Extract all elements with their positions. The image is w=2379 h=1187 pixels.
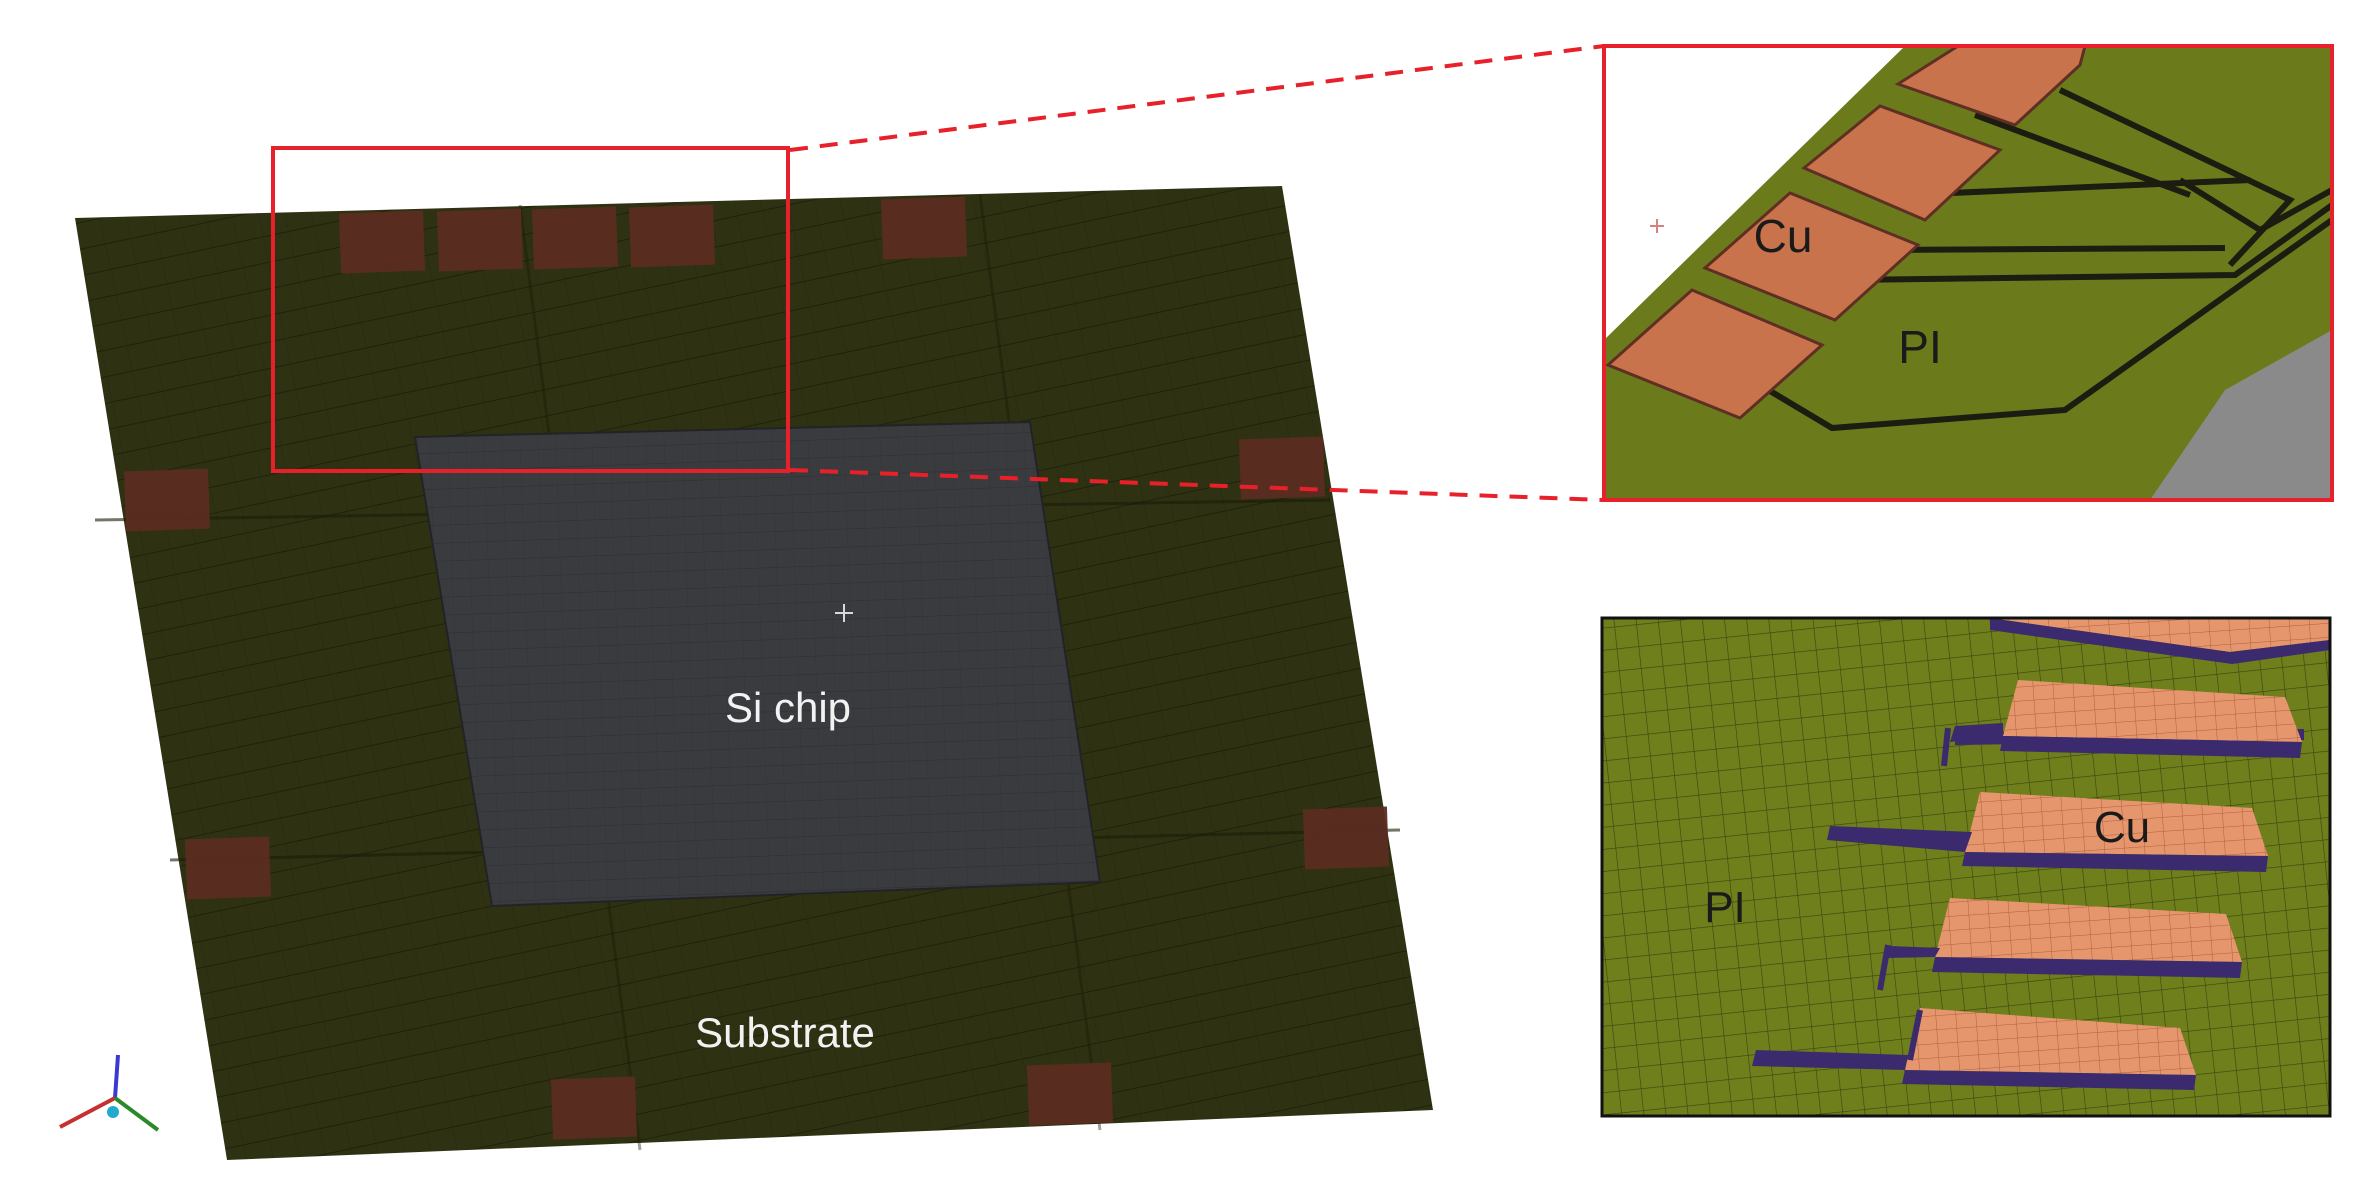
zoom-cu-pad [1605, 288, 1825, 420]
cu-pad [1238, 436, 1326, 500]
callout-lines [789, 44, 1605, 502]
mesh-cu-pad [1827, 792, 2268, 872]
mesh-cu-label: Cu [2094, 803, 2150, 852]
cu-pad [1302, 806, 1390, 870]
zoom-cu-pad [1894, 46, 2087, 127]
cu-pad [184, 836, 272, 900]
zoom-cu-pad [1801, 104, 2003, 222]
cu-pad [338, 210, 426, 274]
cu-pad [880, 196, 968, 260]
cu-pad [550, 1076, 638, 1140]
cu-pad [436, 208, 524, 272]
substrate-label: Substrate [695, 1009, 875, 1056]
cu-pad [628, 204, 716, 268]
cu-pad [531, 206, 619, 270]
cu-pad [1026, 1062, 1114, 1126]
zoom-cu-pad [1702, 191, 1921, 322]
si-chip-label: Si chip [725, 684, 851, 731]
cu-pad [123, 468, 211, 532]
zoom-inset: Cu PI [1602, 44, 2334, 502]
substrate-cu-pads [123, 196, 1390, 1140]
zoom-inset-frame [1602, 44, 2334, 502]
mesh-inset: Cu PI [1600, 616, 2332, 1118]
mesh-pi-label: PI [1704, 883, 1746, 932]
highlight-box [271, 146, 790, 473]
axis-triad-icon [59, 1054, 160, 1132]
zoom-pi-label: PI [1898, 321, 1941, 373]
si-chip [413, 420, 1102, 908]
mesh-cu-pad [1888, 898, 2242, 978]
mesh-inset-frame [1600, 616, 2332, 1118]
zoom-cu-label: Cu [1754, 210, 1813, 262]
mesh-cu-pad [1947, 680, 2304, 758]
mesh-cu-pad [1752, 1008, 2196, 1090]
